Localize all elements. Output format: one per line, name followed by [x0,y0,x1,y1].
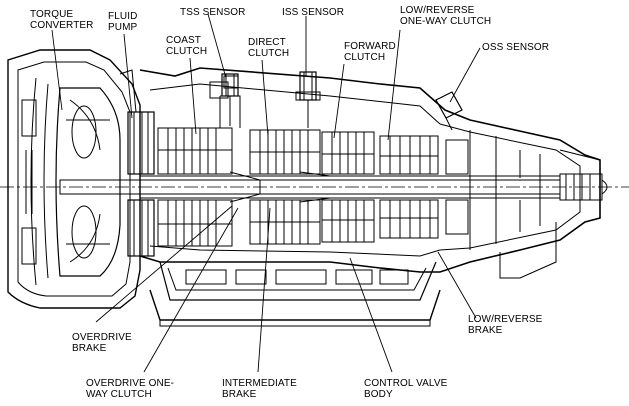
label-line: ONE-WAY CLUTCH [400,16,492,27]
label-overdrive-brake: OVERDRIVE BRAKE [72,332,132,354]
label-fluid-pump: FLUID PUMP [108,11,137,33]
torque-converter-housing [7,49,141,309]
leader-direct-clutch [261,59,269,137]
label-torque-converter: TORQUE CONVERTER [30,9,94,31]
leader-lines [51,13,481,373]
leader-overdrive-brake [95,205,233,323]
label-line: OSS SENSOR [482,42,550,53]
direct-clutch-pack [249,129,321,245]
label-overdrive-one-way-clutch: OVERDRIVE ONE- WAY CLUTCH [86,378,174,400]
label-control-valve-body: CONTROL VALVE BODY [364,378,447,400]
leader-control-valve-body [349,257,393,373]
label-line: BODY [364,389,393,400]
label-iss-sensor: ISS SENSOR [282,7,344,18]
label-oss-sensor: OSS SENSOR [482,42,549,53]
main-shaft [59,171,561,203]
forward-clutch-pack [321,131,375,243]
leader-low-reverse-owc [387,29,401,141]
label-line: PUMP [108,22,138,33]
leader-oss-sensor [449,47,481,103]
label-line: CLUTCH [166,46,208,57]
coast-clutch-pack [157,75,241,247]
leader-tss-sensor [207,13,227,79]
label-coast-clutch: COAST CLUTCH [166,35,207,57]
label-line: COAST [166,35,201,46]
label-line: WAY CLUTCH [86,389,152,400]
leader-intermediate-brake [257,207,271,373]
iss-sensor [295,71,321,128]
label-line: CONVERTER [30,20,94,31]
label-line: CLUTCH [344,52,386,63]
oss-sensor [435,91,463,131]
leader-coast-clutch [189,57,197,135]
fluid-pump [119,69,155,257]
label-low-reverse-one-way-clutch: LOW/REVERSE ONE-WAY CLUTCH [400,5,491,27]
label-line: CLUTCH [248,48,290,59]
label-line: LOW/REVERSE [400,5,475,16]
low-reverse-assembly [379,135,469,239]
leader-forward-clutch [333,63,345,139]
leader-fluid-pump [123,33,133,119]
label-line: CONTROL VALVE [364,378,448,389]
label-line: OVERDRIVE ONE- [86,378,175,389]
label-line: LOW/REVERSE [468,314,543,325]
label-forward-clutch: FORWARD CLUTCH [344,41,396,63]
label-line: TSS SENSOR [180,7,246,18]
label-line: TORQUE [30,9,74,20]
label-line: OVERDRIVE [72,332,132,343]
label-line: ISS SENSOR [282,7,345,18]
label-line: INTERMEDIATE [222,378,297,389]
label-line: BRAKE [222,389,257,400]
leader-torque-converter [51,29,63,111]
leader-low-reverse-brake [437,251,477,319]
leader-overdrive-owc [143,207,239,373]
label-low-reverse-brake: LOW/REVERSE BRAKE [468,314,542,336]
label-line: FLUID [108,11,138,22]
label-direct-clutch: DIRECT CLUTCH [248,37,289,59]
label-tss-sensor: TSS SENSOR [180,7,245,18]
label-intermediate-brake: INTERMEDIATE BRAKE [222,378,297,400]
label-line: FORWARD [344,41,396,52]
valve-body-and-pan [149,261,441,327]
transmission-case [139,67,601,279]
label-line: DIRECT [248,37,286,48]
label-line: BRAKE [72,343,107,354]
label-line: BRAKE [468,325,503,336]
